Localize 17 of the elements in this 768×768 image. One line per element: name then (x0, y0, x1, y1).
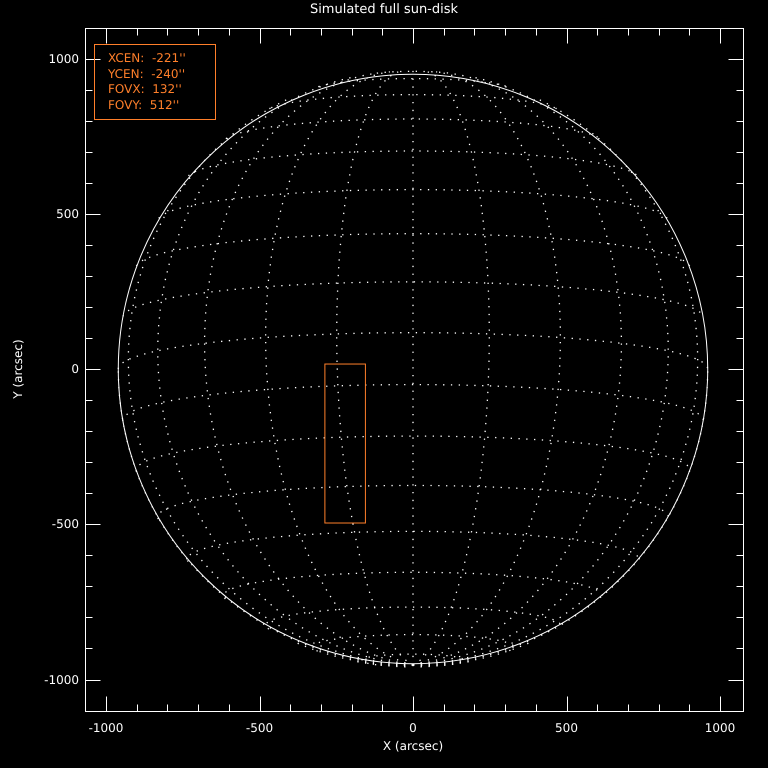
x-tick-label: -500 (246, 721, 274, 735)
fov-info-text: FOVY: 512'' (108, 98, 180, 112)
x-axis-title: X (arcsec) (382, 739, 444, 753)
y-tick-label: -500 (52, 517, 79, 532)
y-axis-title: Y (arcsec) (11, 339, 25, 399)
y-tick-label: 500 (56, 206, 79, 221)
plot-title: Simulated full sun-disk (308, 3, 460, 17)
fov-info-text: XCEN: -221'' (108, 51, 186, 65)
x-tick-label: 1000 (704, 721, 736, 735)
y-tick-label: -1000 (44, 672, 79, 686)
fov-info-text: FOVX: 132'' (108, 82, 182, 96)
x-tick-label: 500 (555, 721, 578, 735)
fov-info-text: YCEN: -240'' (108, 66, 186, 80)
y-tick-label: 0 (71, 362, 79, 376)
y-tick-label: 1000 (48, 52, 79, 66)
x-tick-label: -1000 (88, 721, 124, 735)
x-tick-label: 0 (409, 721, 417, 735)
